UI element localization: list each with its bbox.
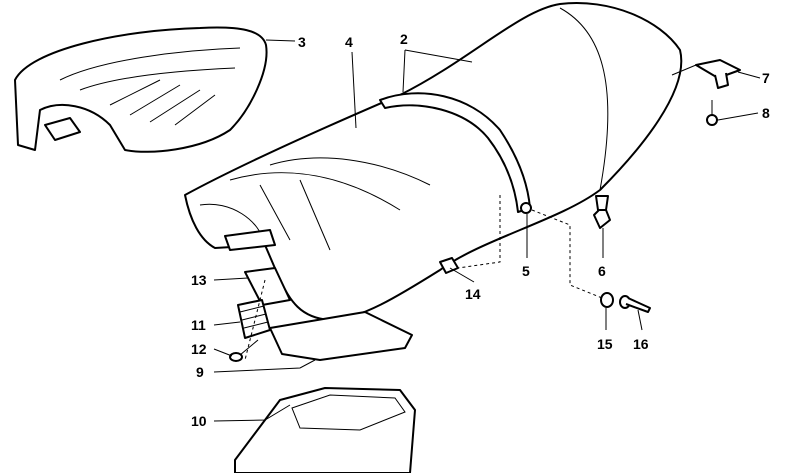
callout-8: 8 bbox=[762, 105, 770, 121]
part-12-pin[interactable] bbox=[229, 339, 259, 362]
part-6-buffer[interactable] bbox=[593, 195, 611, 229]
part-3-seat-cover[interactable] bbox=[14, 26, 268, 153]
part-15-washer[interactable] bbox=[600, 292, 614, 308]
part-9-pad[interactable] bbox=[269, 311, 413, 361]
part-16-bolt[interactable] bbox=[619, 295, 651, 313]
callout-11: 11 bbox=[191, 317, 206, 333]
part-11-spring[interactable] bbox=[237, 299, 271, 339]
callout-labels: 3 4 2 7 8 6 5 14 13 11 12 9 10 15 16 bbox=[191, 31, 770, 429]
callout-10: 10 bbox=[191, 413, 207, 429]
callout-12: 12 bbox=[191, 341, 207, 357]
callout-13: 13 bbox=[191, 272, 207, 288]
callout-2: 2 bbox=[400, 31, 408, 47]
part-2-strap[interactable] bbox=[379, 92, 532, 214]
callout-3: 3 bbox=[298, 34, 306, 50]
leader-lines bbox=[213, 39, 761, 422]
callout-4: 4 bbox=[345, 34, 353, 50]
part-10-tray[interactable] bbox=[234, 387, 416, 473]
callout-14: 14 bbox=[465, 286, 481, 302]
callout-5: 5 bbox=[522, 263, 530, 279]
callout-9: 9 bbox=[196, 364, 204, 380]
callout-6: 6 bbox=[598, 263, 606, 279]
callout-7: 7 bbox=[762, 70, 770, 86]
part-8-screw[interactable] bbox=[706, 100, 718, 126]
callout-16: 16 bbox=[633, 336, 649, 352]
part-13-plate[interactable] bbox=[244, 267, 291, 306]
part-4-main-seat[interactable] bbox=[184, 2, 683, 321]
callout-15: 15 bbox=[597, 336, 613, 352]
part-7-bracket[interactable] bbox=[695, 59, 741, 89]
